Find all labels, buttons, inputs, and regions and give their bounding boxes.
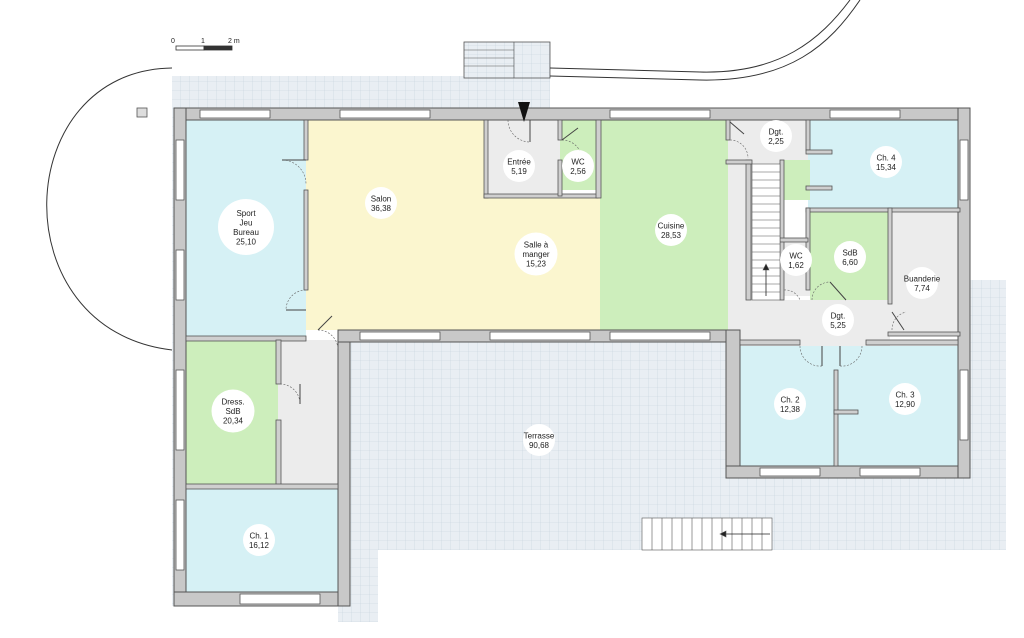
room-label-bg <box>889 383 921 415</box>
room-area: 2,56 <box>570 167 586 176</box>
room-label-bg <box>503 150 535 182</box>
room-label: Ch. 212,38 <box>774 388 806 420</box>
room-area: 7,74 <box>914 284 930 293</box>
room-area: 28,53 <box>661 231 682 240</box>
room-label-bg <box>211 389 255 433</box>
room-label-bg <box>514 232 558 276</box>
room-area: 12,38 <box>780 405 801 414</box>
room-name: Dgt. <box>769 127 784 136</box>
terrace-steps <box>641 517 773 551</box>
room-area: 20,34 <box>223 417 244 426</box>
scale-tick-1: 1 <box>201 38 205 45</box>
room-label-bg <box>562 150 594 182</box>
doors <box>279 119 907 405</box>
room-area: 90,68 <box>529 441 550 450</box>
room-label: Dgt.5,25 <box>822 304 854 336</box>
room-label-bg <box>760 120 792 152</box>
garden-curve-west <box>46 67 173 351</box>
north-path <box>172 76 550 108</box>
entrance-arrow-icon <box>518 102 530 122</box>
interior-walls <box>185 119 961 490</box>
room-label-bg <box>523 424 555 456</box>
front-steps <box>463 41 551 79</box>
room-name: Cuisine <box>658 221 685 230</box>
room-area: 5,19 <box>511 167 527 176</box>
room-label-bg <box>906 267 938 299</box>
room-salon <box>306 120 484 330</box>
room-label-bg <box>822 304 854 336</box>
staircase <box>751 163 781 301</box>
room-area: 25,10 <box>236 237 257 246</box>
room-area: 5,25 <box>830 321 846 330</box>
room-name: Salle à <box>524 241 549 250</box>
room-area: 15,23 <box>526 260 547 269</box>
room-label-bg <box>243 524 275 556</box>
room-name: Dress. <box>221 398 244 407</box>
room-name: Dgt. <box>831 311 846 320</box>
room-area: 1,62 <box>788 261 804 270</box>
room-name: Bureau <box>233 228 259 237</box>
windows <box>175 109 969 605</box>
room-name: Ch. 1 <box>249 531 269 540</box>
room-area: 12,90 <box>895 400 916 409</box>
room-area: 2,25 <box>768 137 784 146</box>
room-name: manger <box>522 250 549 259</box>
room-name: Jeu <box>240 218 253 227</box>
garden-curve-east-inner <box>549 0 861 81</box>
room-label-bg <box>870 146 902 178</box>
room-name: Buanderie <box>904 274 941 283</box>
room-name: Salon <box>371 194 391 203</box>
room-area: 36,38 <box>371 204 392 213</box>
front-steps-lines <box>464 42 515 78</box>
terrace-east-area <box>726 470 1006 550</box>
room-area: 15,34 <box>876 163 897 172</box>
room-label: WC2,56 <box>562 150 594 182</box>
room-label-bg <box>218 199 274 255</box>
room-name: Ch. 4 <box>876 153 896 162</box>
room-name: WC <box>789 251 803 260</box>
room-labels: SportJeuBureau25,10Salon36,38Entrée5,19W… <box>211 120 941 556</box>
room-label-bg <box>774 388 806 420</box>
room-label-bg <box>365 187 397 219</box>
room-dgt2 <box>728 300 890 346</box>
room-label: Dgt.2,25 <box>760 120 792 152</box>
room-name: Ch. 3 <box>895 390 915 399</box>
room-name: Terrasse <box>524 431 555 440</box>
room-area: 6,60 <box>842 258 858 267</box>
room-label: Ch. 116,12 <box>243 524 275 556</box>
scale-bar: 0 1 2 m <box>171 38 240 51</box>
room-label: Ch. 312,90 <box>889 383 921 415</box>
garden-post <box>136 107 148 118</box>
room-name: WC <box>571 157 585 166</box>
room-wc2 <box>780 160 810 200</box>
room-label: Ch. 415,34 <box>870 146 902 178</box>
room-name: Entrée <box>507 157 531 166</box>
room-label-bg <box>834 241 866 273</box>
room-name: SdB <box>842 248 857 257</box>
room-label-bg <box>655 214 687 246</box>
garden-curve-east <box>549 0 851 73</box>
room-corridor-west <box>278 340 338 486</box>
scale-tick-2: 2 m <box>228 38 240 45</box>
room-label-bg <box>780 244 812 276</box>
room-area: 16,12 <box>249 541 270 550</box>
room-name: Sport <box>236 209 256 218</box>
scale-tick-0: 0 <box>171 38 175 45</box>
room-name: Ch. 2 <box>780 395 800 404</box>
room-name: SdB <box>225 407 240 416</box>
room-label: WC1,62 <box>780 244 812 276</box>
